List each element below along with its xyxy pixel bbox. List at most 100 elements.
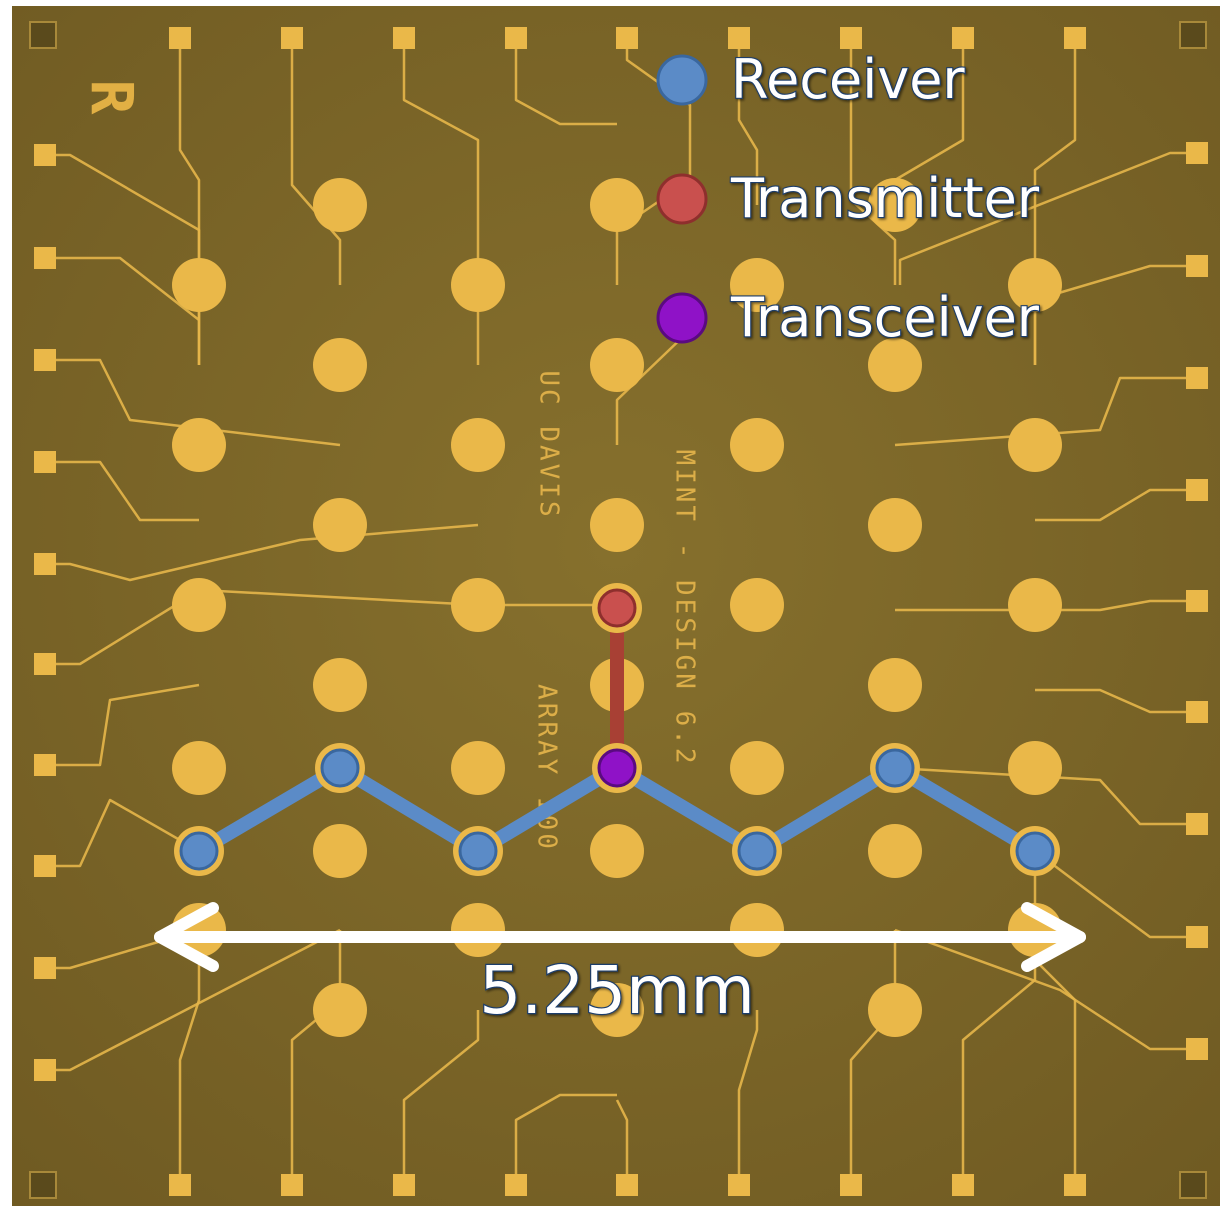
transmitter-dot-icon (656, 173, 708, 225)
bond-pad (34, 553, 56, 575)
electrode (590, 824, 644, 878)
bond-pad (34, 451, 56, 473)
electrode (590, 498, 644, 552)
electrode (313, 824, 367, 878)
electrode (590, 983, 644, 1037)
electrode (590, 338, 644, 392)
electrode (172, 418, 226, 472)
electrode (172, 258, 226, 312)
bond-pad (1186, 142, 1208, 164)
scale-bar-label: 5.25mm (479, 952, 755, 1029)
bond-pad (1186, 926, 1208, 948)
bond-pad (840, 1174, 862, 1196)
electrode (451, 578, 505, 632)
bond-pad (34, 957, 56, 979)
electrode (730, 258, 784, 312)
receiver-node (875, 748, 915, 788)
transmitter-node (597, 588, 637, 628)
bond-pad (952, 1174, 974, 1196)
scale-arrow-right-head-icon (1021, 902, 1086, 972)
electrode (590, 178, 644, 232)
electrode (730, 418, 784, 472)
electrode (1008, 418, 1062, 472)
bond-pad (1186, 367, 1208, 389)
transceiver-node (597, 748, 637, 788)
bond-pad (34, 349, 56, 371)
corner-letter-marking: R (78, 80, 146, 115)
bond-pad (728, 1174, 750, 1196)
bond-pad (169, 1174, 191, 1196)
bond-pad (34, 144, 56, 166)
electrode (868, 178, 922, 232)
bond-pad (952, 27, 974, 49)
electrode-array (172, 178, 1062, 1037)
electrode (730, 903, 784, 957)
electrode (172, 741, 226, 795)
bond-pad (393, 1174, 415, 1196)
electrode (868, 824, 922, 878)
bond-pad (505, 1174, 527, 1196)
bond-pad (1186, 701, 1208, 723)
array-marking: ARRAY 100 (532, 684, 562, 852)
transceiver-dot-icon (656, 292, 708, 344)
electrode (451, 903, 505, 957)
bond-pad (1186, 1038, 1208, 1060)
legend-receiver-label: Receiver (731, 48, 965, 111)
electrode (313, 338, 367, 392)
bond-pad (169, 27, 191, 49)
bond-pad (1064, 27, 1086, 49)
electrode (451, 258, 505, 312)
bond-pad (1186, 813, 1208, 835)
bond-pad (616, 27, 638, 49)
electrode (313, 178, 367, 232)
bond-pad (1186, 590, 1208, 612)
design-marking: MINT - DESIGN 6.2 (670, 449, 700, 766)
electrode (868, 338, 922, 392)
highlight-overlay (174, 583, 1060, 876)
bond-pad (1186, 255, 1208, 277)
bond-pad (34, 855, 56, 877)
receiver-node (458, 831, 498, 871)
electrode (313, 498, 367, 552)
electrode (172, 578, 226, 632)
electrode (868, 498, 922, 552)
electrode (1008, 578, 1062, 632)
corner-alignment-marks (29, 21, 1207, 1199)
electrode (730, 741, 784, 795)
electrode (868, 658, 922, 712)
electrode (313, 983, 367, 1037)
bond-pad (393, 27, 415, 49)
receiver-node (179, 831, 219, 871)
receiver-node (737, 831, 777, 871)
electrode (451, 418, 505, 472)
receiver-node (320, 748, 360, 788)
electrode (451, 741, 505, 795)
electrode (1008, 741, 1062, 795)
electrode (313, 658, 367, 712)
bond-pad (34, 247, 56, 269)
bond-pad (34, 754, 56, 776)
bond-pad (1064, 1174, 1086, 1196)
scale-arrow-left-head-icon (154, 902, 219, 972)
bond-pad (728, 27, 750, 49)
legend-transceiver-label: Transceiver (730, 286, 1040, 349)
legend-transmitter-label: Transmitter (730, 167, 1040, 230)
electrode (868, 983, 922, 1037)
bond-pad (505, 27, 527, 49)
electrode (730, 578, 784, 632)
receiver-node (1015, 831, 1055, 871)
receiver-dot-icon (656, 54, 708, 106)
bond-pad (34, 1059, 56, 1081)
bond-pad (616, 1174, 638, 1196)
bond-pad (281, 27, 303, 49)
electrode (1008, 258, 1062, 312)
bond-pad (34, 653, 56, 675)
bond-pad (840, 27, 862, 49)
bond-pad (1186, 479, 1208, 501)
bond-pads (34, 27, 1208, 1196)
scale-bar: 5.25mm (154, 902, 1086, 1030)
bond-pad (281, 1174, 303, 1196)
institution-marking: UC DAVIS (534, 370, 564, 519)
